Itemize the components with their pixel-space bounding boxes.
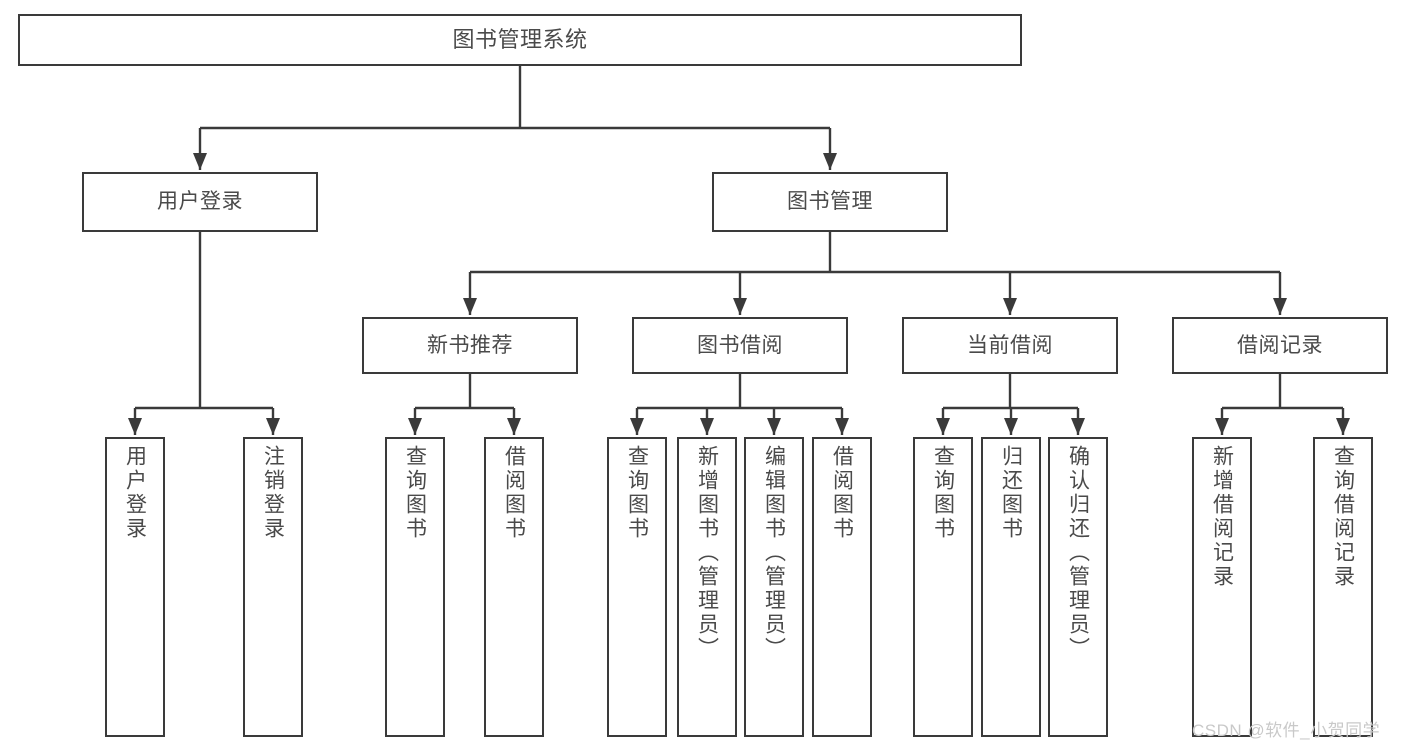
node-leaf-edit-book-label: 编辑图书（管理员） bbox=[762, 445, 786, 661]
node-leaf-query-record-label: 查询借阅记录 bbox=[1331, 445, 1355, 589]
node-leaf-query-record[interactable]: 查询借阅记录 bbox=[1313, 437, 1373, 737]
node-new-book-recommend-label: 新书推荐 bbox=[427, 333, 513, 357]
node-root-label: 图书管理系统 bbox=[452, 26, 588, 52]
node-leaf-query-book-rec[interactable]: 查询图书 bbox=[385, 437, 445, 737]
node-leaf-borrow-book-bor-label: 借阅图书 bbox=[830, 445, 854, 541]
node-leaf-borrow-book-rec-label: 借阅图书 bbox=[502, 445, 526, 541]
node-leaf-return-book[interactable]: 归还图书 bbox=[981, 437, 1041, 737]
node-leaf-add-record-label: 新增借阅记录 bbox=[1210, 445, 1234, 589]
node-root[interactable]: 图书管理系统 bbox=[18, 14, 1022, 66]
node-leaf-borrow-book-bor[interactable]: 借阅图书 bbox=[812, 437, 872, 737]
node-leaf-borrow-book-rec[interactable]: 借阅图书 bbox=[484, 437, 544, 737]
node-leaf-query-book-bor-label: 查询图书 bbox=[625, 445, 649, 541]
watermark-label: CSDN @软件_小贺同学 bbox=[1192, 721, 1381, 740]
node-leaf-confirm-return[interactable]: 确认归还（管理员） bbox=[1048, 437, 1108, 737]
node-leaf-confirm-return-label: 确认归还（管理员） bbox=[1066, 445, 1090, 661]
node-leaf-query-book-cur-label: 查询图书 bbox=[931, 445, 955, 541]
node-leaf-user-logout-label: 注销登录 bbox=[261, 445, 285, 541]
node-book-borrow[interactable]: 图书借阅 bbox=[632, 317, 848, 374]
node-leaf-query-book-bor[interactable]: 查询图书 bbox=[607, 437, 667, 737]
node-leaf-user-login[interactable]: 用户登录 bbox=[105, 437, 165, 737]
node-user-login-label: 用户登录 bbox=[157, 190, 243, 214]
node-borrow-record[interactable]: 借阅记录 bbox=[1172, 317, 1388, 374]
node-leaf-return-book-label: 归还图书 bbox=[999, 445, 1023, 541]
node-book-manage-label: 图书管理 bbox=[787, 190, 873, 214]
node-leaf-add-book-label: 新增图书（管理员） bbox=[695, 445, 719, 661]
node-leaf-query-book-rec-label: 查询图书 bbox=[403, 445, 427, 541]
node-leaf-user-logout[interactable]: 注销登录 bbox=[243, 437, 303, 737]
node-leaf-edit-book[interactable]: 编辑图书（管理员） bbox=[744, 437, 804, 737]
node-current-borrow[interactable]: 当前借阅 bbox=[902, 317, 1118, 374]
node-new-book-recommend[interactable]: 新书推荐 bbox=[362, 317, 578, 374]
node-current-borrow-label: 当前借阅 bbox=[967, 333, 1053, 357]
node-leaf-add-record[interactable]: 新增借阅记录 bbox=[1192, 437, 1252, 737]
node-borrow-record-label: 借阅记录 bbox=[1237, 333, 1323, 357]
node-user-login[interactable]: 用户登录 bbox=[82, 172, 318, 232]
node-leaf-user-login-label: 用户登录 bbox=[123, 445, 147, 541]
node-leaf-add-book[interactable]: 新增图书（管理员） bbox=[677, 437, 737, 737]
node-book-manage[interactable]: 图书管理 bbox=[712, 172, 948, 232]
node-book-borrow-label: 图书借阅 bbox=[697, 333, 783, 357]
node-leaf-query-book-cur[interactable]: 查询图书 bbox=[913, 437, 973, 737]
